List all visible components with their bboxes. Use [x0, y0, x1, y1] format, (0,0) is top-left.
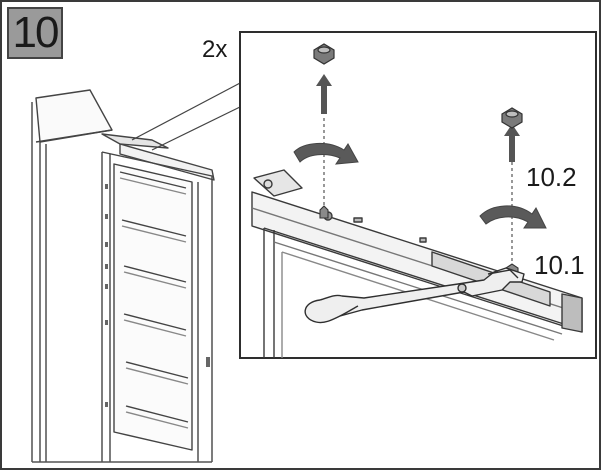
wrench-icon	[304, 267, 525, 324]
hex-nut-icon	[313, 43, 523, 129]
rotate-arrow-icon	[293, 143, 547, 229]
step-number-badge: 10	[7, 7, 63, 59]
zoom-leader-lines	[131, 81, 243, 151]
arrow-up-icon	[316, 74, 520, 162]
sub-step-label-upper: 10.2	[526, 162, 577, 192]
sub-step-label-lower: 10.1	[534, 250, 585, 280]
step-number: 10	[12, 8, 60, 57]
quantity-label: 2x	[202, 36, 228, 63]
appliance-overview	[31, 89, 215, 463]
